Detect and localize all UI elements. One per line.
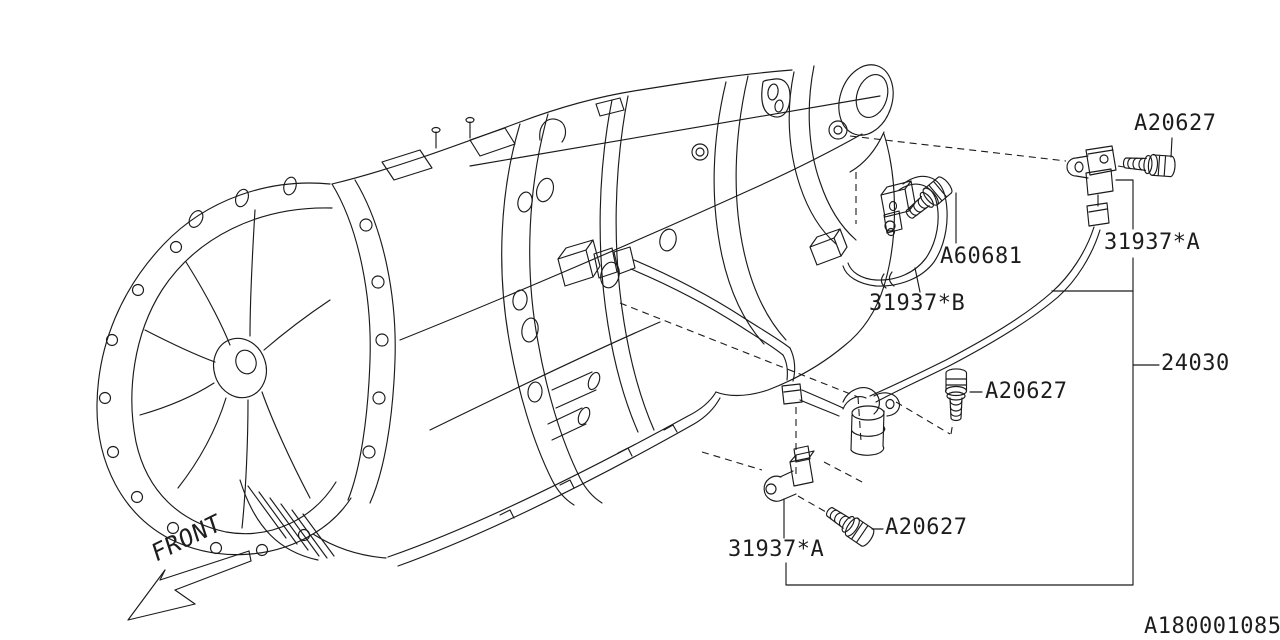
callout-bolt-rear: A60681 <box>940 244 1023 269</box>
bell-housing <box>96 176 396 561</box>
bolt-a60681 <box>905 176 953 219</box>
bolt-a20627-top <box>1122 153 1176 178</box>
bolt-a20627-mid <box>944 368 968 422</box>
callout-lines <box>783 137 1173 586</box>
sensor-31937b <box>809 175 948 289</box>
dashed-guides <box>619 135 1125 513</box>
callout-sensor-bottom: 31937*A <box>728 537 825 562</box>
transmission-case <box>312 65 896 567</box>
callout-sensor-top: 31937*A <box>1104 230 1201 255</box>
bolt-a20627-bottom <box>825 507 875 547</box>
callout-bolt-bottom: A20627 <box>885 515 968 540</box>
callout-harness: 24030 <box>1161 351 1230 376</box>
sensor-31937a-top <box>1066 145 1117 227</box>
front-arrow-icon <box>127 550 252 621</box>
wiring-harness-24030 <box>557 226 1101 456</box>
callout-bolt-top: A20627 <box>1134 111 1217 136</box>
callout-sensor-loop: 31937*B <box>869 291 966 316</box>
callout-bolt-mid: A20627 <box>985 379 1068 404</box>
drawing-number: A180001085 <box>1144 614 1280 639</box>
tail-housing <box>838 64 894 173</box>
sensor-31937a-bottom <box>763 445 815 502</box>
